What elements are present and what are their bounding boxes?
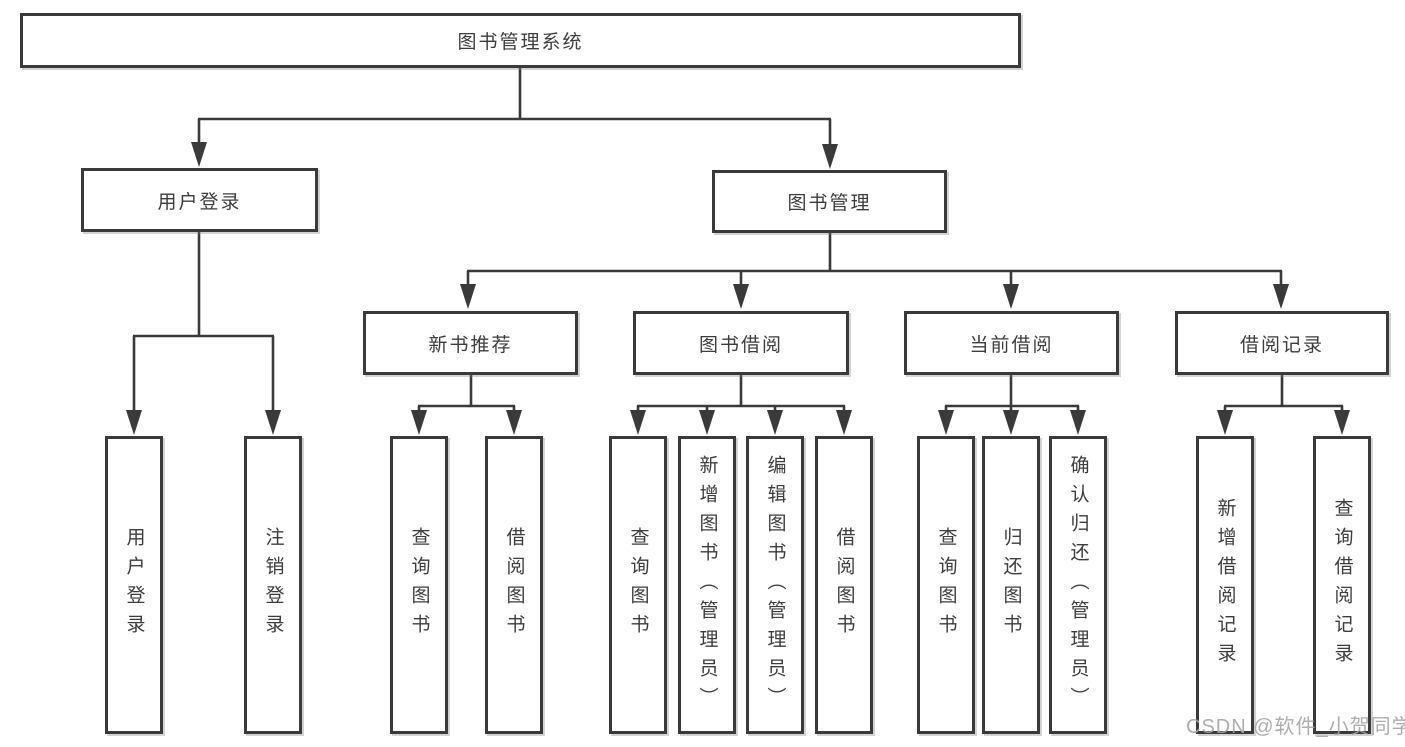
node-label: 用户登录 [157, 191, 242, 213]
node-add-books-admin: 新增图书（管理员） [678, 436, 736, 734]
node-new-book-recommendation: 新书推荐 [363, 311, 578, 375]
node-book-management: 图书管理 [712, 170, 947, 233]
node-label: 确认归还（管理员） [1067, 454, 1089, 716]
node-label: 借阅记录 [1239, 334, 1324, 356]
node-return-books: 归还图书 [982, 436, 1040, 734]
connector-book-borrowing-to-leaves [630, 375, 852, 435]
connector-root-to-level2 [191, 68, 838, 169]
node-borrow-books-borrowing: 借阅图书 [815, 436, 873, 734]
node-library-management-system: 图书管理系统 [20, 13, 1021, 68]
node-label: 新书推荐 [428, 334, 513, 356]
node-label: 新增图书（管理员） [696, 454, 718, 716]
node-confirm-return-admin: 确认归还（管理员） [1049, 436, 1107, 734]
node-label: 查询借阅记录 [1331, 498, 1353, 672]
node-borrowing-records: 借阅记录 [1175, 311, 1389, 375]
node-label: 借阅图书 [503, 527, 525, 643]
node-label: 当前借阅 [969, 334, 1054, 356]
connector-user-login-to-leaves [126, 232, 281, 435]
node-book-borrowing: 图书借阅 [633, 311, 849, 375]
node-label: 新增借阅记录 [1214, 498, 1236, 672]
node-label: 编辑图书（管理员） [764, 454, 786, 716]
node-label: 图书管理系统 [457, 32, 584, 53]
node-label: 图书管理 [787, 193, 872, 214]
node-label: 图书借阅 [698, 334, 783, 356]
node-label: 归还图书 [1000, 527, 1022, 643]
node-borrow-books-recommend: 借阅图书 [485, 436, 543, 734]
connector-borrowing-records-to-leaves [1217, 375, 1350, 435]
connector-book-management-to-level3 [460, 233, 1289, 309]
node-user-login: 用户登录 [81, 168, 318, 232]
node-current-borrowing: 当前借阅 [904, 311, 1119, 375]
node-query-books-borrowing: 查询图书 [609, 436, 667, 734]
node-query-books-recommend: 查询图书 [390, 436, 448, 734]
node-label: 注销登录 [262, 527, 284, 643]
node-edit-books-admin: 编辑图书（管理员） [746, 436, 804, 734]
node-label: 查询图书 [627, 527, 649, 643]
node-label: 用户登录 [123, 527, 145, 643]
connector-current-borrowing-to-leaves [938, 375, 1086, 435]
connector-new-book-recommendation-to-leaves [411, 375, 522, 435]
node-query-borrow-record: 查询借阅记录 [1313, 436, 1371, 734]
node-logout-action: 注销登录 [244, 436, 302, 734]
node-user-login-action: 用户登录 [105, 436, 163, 734]
node-query-books-current: 查询图书 [917, 436, 975, 734]
node-label: 查询图书 [935, 527, 957, 643]
node-add-borrow-record: 新增借阅记录 [1196, 436, 1254, 734]
watermark: CSDN @软件_小贺同学 [1186, 716, 1405, 738]
node-label: 借阅图书 [833, 527, 855, 643]
node-label: 查询图书 [408, 527, 430, 643]
